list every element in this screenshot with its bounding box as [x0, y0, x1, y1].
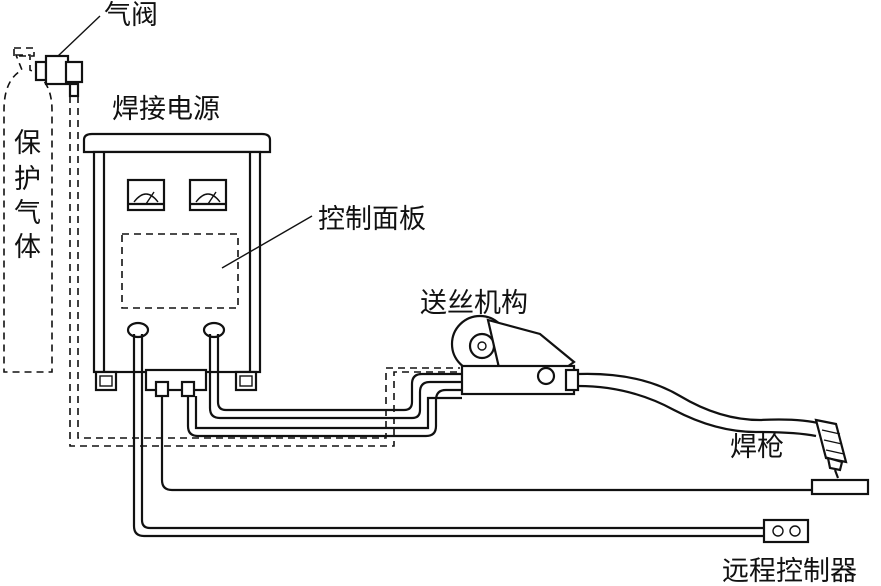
remote-controller-label: 远程控制器: [722, 556, 857, 586]
torch-cable: [577, 372, 823, 426]
welding-torch: [814, 418, 848, 479]
wire-feeder-label: 送丝机构: [420, 288, 528, 319]
socket-left: [126, 321, 150, 339]
workpiece: [810, 478, 870, 496]
shielding-gas-label-4: 体: [14, 232, 41, 263]
gas-valve-label: 气阀: [104, 0, 158, 31]
remote-controller: [762, 518, 810, 544]
control-panel-label: 控制面板: [318, 204, 426, 235]
control-panel-area: [121, 233, 239, 309]
shielding-gas-label-1: 保: [14, 128, 41, 159]
control-cable: [186, 388, 462, 438]
socket-right: [202, 321, 226, 339]
work-cable: [160, 396, 812, 492]
torch-label: 焊枪: [730, 432, 784, 463]
power-cable: [208, 334, 462, 420]
shielding-gas-label-2: 护: [14, 164, 41, 195]
shielding-gas-label-3: 气: [14, 198, 41, 229]
gas-valve: [34, 15, 101, 98]
meter-left: [126, 178, 166, 212]
wire-feeder: [450, 314, 580, 396]
power-source-cabinet: [82, 132, 313, 398]
power-source-label: 焊接电源: [112, 94, 220, 125]
remote-cable: [132, 334, 766, 538]
meter-right: [188, 178, 228, 212]
gas-hose: [69, 96, 460, 447]
